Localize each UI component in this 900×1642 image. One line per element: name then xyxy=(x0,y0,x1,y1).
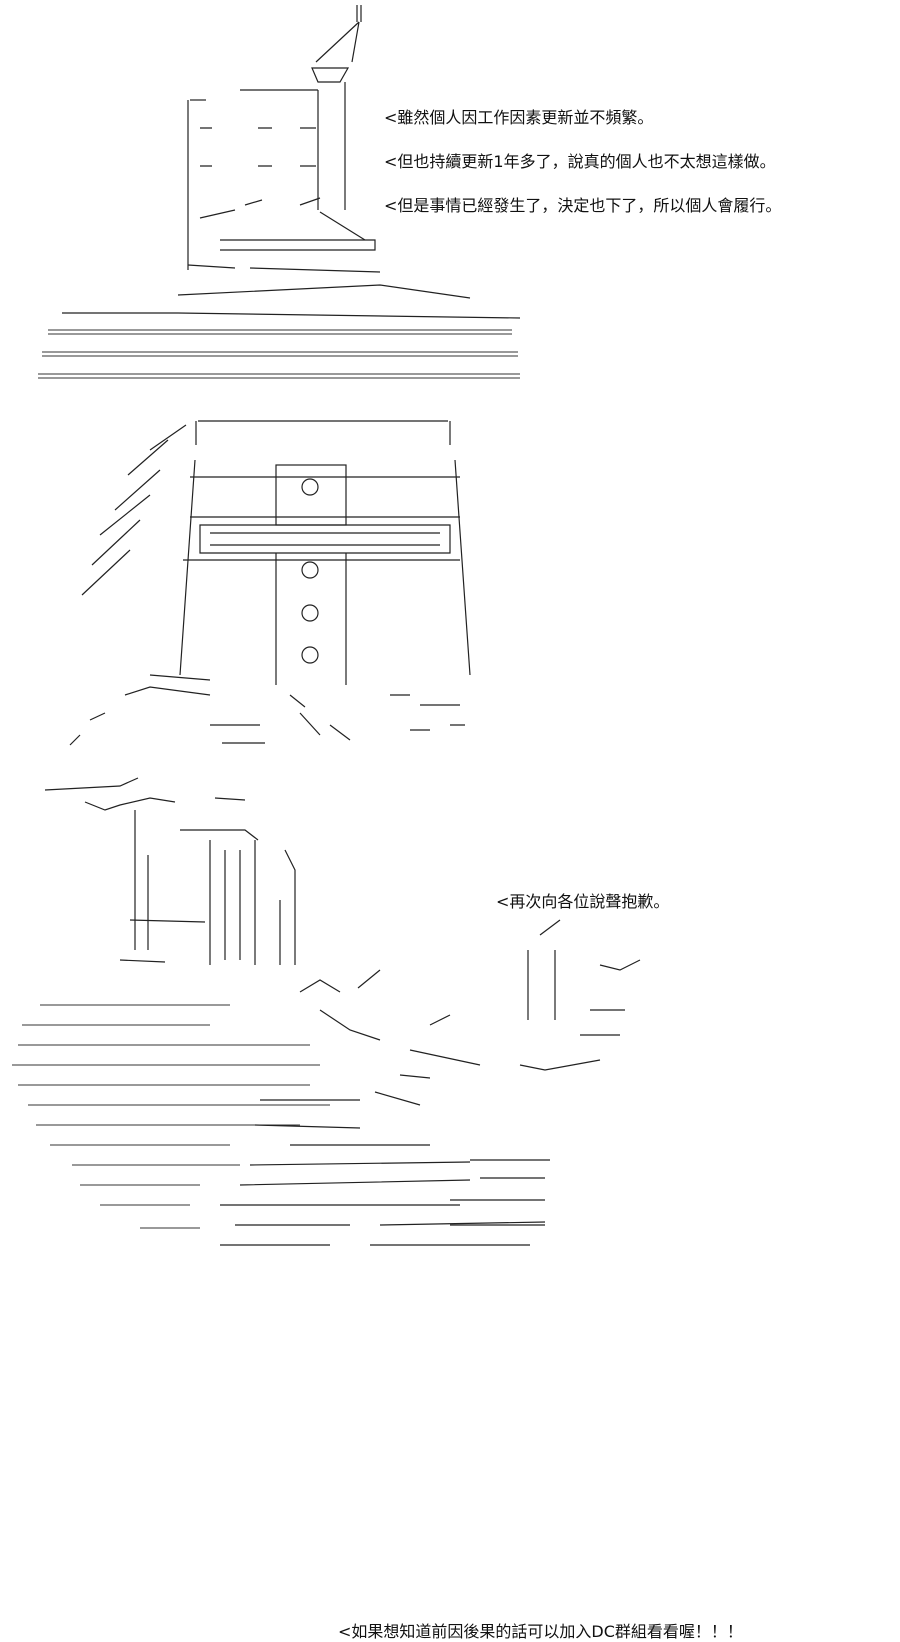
fountain-pen-on-stand-illustration xyxy=(38,5,521,379)
ground-shape xyxy=(220,969,550,1246)
panel-3: <如果想知道前因後果的話可以加入DC群組看看喔！！！ xyxy=(0,760,900,1641)
bowing-hat-figure-illustration xyxy=(69,420,471,746)
dialogue-group-3: <如果想知道前因後果的話可以加入DC群組看看喔！！！ xyxy=(338,1622,743,1642)
bush-shape xyxy=(519,919,641,1071)
panel-2: <再次向各位說聲抱歉。 xyxy=(0,395,900,911)
hanging-tail-shape xyxy=(81,424,187,596)
pen-holder-shape xyxy=(187,82,381,273)
figure-body-shape xyxy=(179,459,471,685)
buttons-shape xyxy=(301,478,319,664)
top-bar-shape xyxy=(195,420,451,445)
dialogue-line: <雖然個人因工作因素更新並不頻繁。 xyxy=(384,108,654,127)
figure-hem-shape xyxy=(69,674,465,746)
dialogue-line: <但也持續更新1年多了，說真的個人也不太想這樣做。 xyxy=(384,152,776,171)
panel-1: <雖然個人因工作因素更新並不頻繁。 <但也持續更新1年多了，說真的個人也不太想這… xyxy=(0,0,900,395)
pen-tip-shape xyxy=(311,5,362,83)
dialogue-line: <再次向各位說聲抱歉。 xyxy=(496,892,670,911)
figure-on-rubble-illustration xyxy=(12,777,641,1246)
dialogue-line: <但是事情已經發生了，決定也下了，所以個人會履行。 xyxy=(384,196,782,215)
dialogue-line: <如果想知道前因後果的話可以加入DC群組看看喔！！！ xyxy=(338,1622,743,1641)
rubble-hatching xyxy=(12,1004,330,1229)
pedestal-hatching xyxy=(38,329,520,379)
dialogue-group-2: <再次向各位說聲抱歉。 xyxy=(496,892,669,912)
dialogue-group-1: <雖然個人因工作因素更新並不頻繁。 <但也持續更新1年多了，說真的個人也不太想這… xyxy=(384,108,781,240)
pen-base-shape xyxy=(62,284,521,319)
small-figure-shape xyxy=(44,777,296,965)
